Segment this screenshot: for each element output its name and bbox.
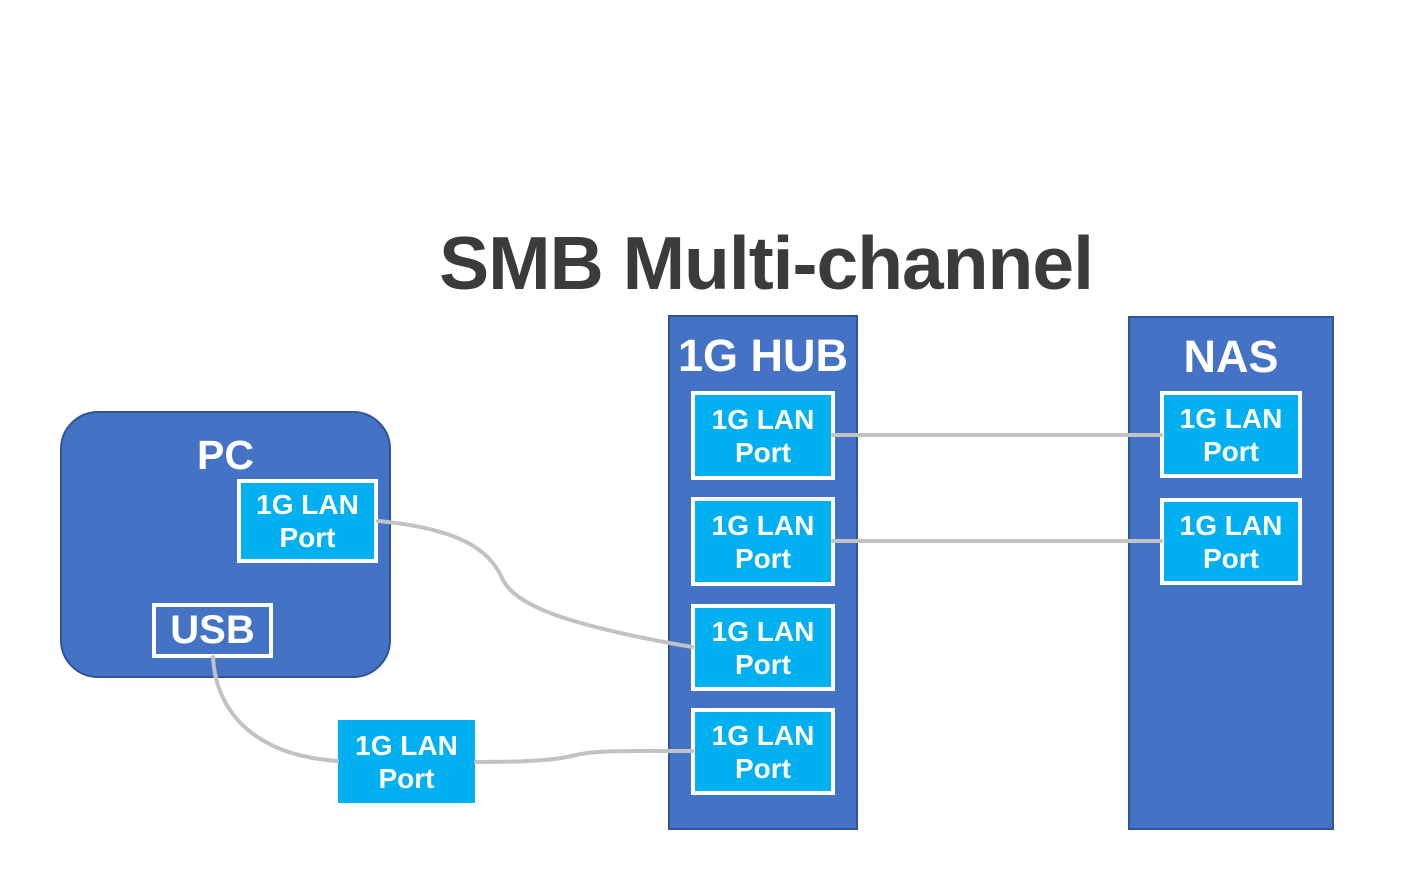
pc-lan-port: 1G LAN Port	[237, 479, 378, 563]
hub-port-3-label: 1G LAN Port	[711, 615, 815, 680]
connector-pclan-hub3	[376, 519, 694, 649]
hub-port-4-label: 1G LAN Port	[711, 719, 815, 784]
hub-port-2-label: 1G LAN Port	[711, 509, 815, 574]
pc-usb-port: USB	[152, 603, 273, 658]
usb-lan-adapter-label: 1G LAN Port	[355, 729, 458, 794]
nas-port-2: 1G LAN Port	[1160, 498, 1302, 585]
hub-port-1: 1G LAN Port	[691, 391, 835, 480]
hub-port-3: 1G LAN Port	[691, 604, 835, 691]
hub-label: 1G HUB	[677, 330, 849, 381]
nas-node: NAS 1G LAN Port 1G LAN Port	[1128, 316, 1334, 830]
nas-port-2-label: 1G LAN Port	[1179, 509, 1283, 574]
pc-lan-port-label: 1G LAN Port	[256, 489, 359, 553]
pc-usb-port-label: USB	[170, 608, 255, 652]
hub-port-4: 1G LAN Port	[691, 708, 835, 795]
pc-node: PC 1G LAN Port USB	[60, 411, 391, 678]
pc-label: PC	[197, 432, 254, 478]
diagram-title: SMB Multi-channel	[439, 221, 1094, 305]
hub-port-1-label: 1G LAN Port	[711, 403, 815, 468]
usb-lan-adapter: 1G LAN Port	[338, 720, 475, 803]
hub-node: 1G HUB 1G LAN Port 1G LAN Port 1G LAN Po…	[668, 315, 858, 830]
nas-label: NAS	[1183, 331, 1279, 382]
nas-port-1: 1G LAN Port	[1160, 391, 1302, 478]
nas-port-1-label: 1G LAN Port	[1179, 402, 1283, 467]
connector-adapter-hub4	[474, 748, 694, 764]
hub-port-2: 1G LAN Port	[691, 497, 835, 586]
